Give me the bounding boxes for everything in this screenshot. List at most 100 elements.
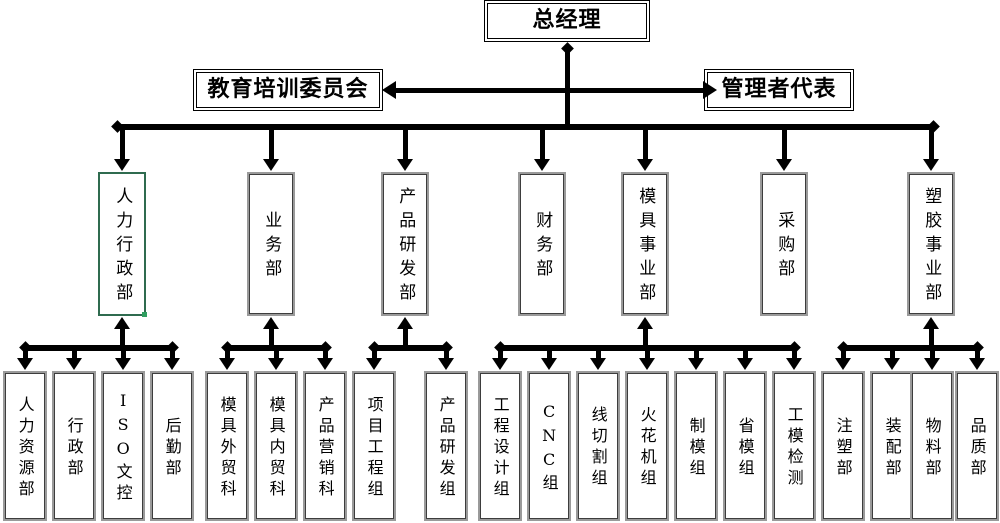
sub-riser-line — [119, 328, 125, 345]
sub-riser-line — [402, 328, 408, 345]
node-sub-mold-inspect[interactable]: 工模检测 — [772, 371, 816, 521]
sub-arrow-down-icon — [115, 358, 131, 370]
node-sub-iso-doc[interactable]: ISO文控 — [101, 371, 145, 521]
node-department-product-rd[interactable]: 产品研发部 — [381, 172, 429, 316]
node-label: 模具外贸科 — [217, 395, 237, 501]
node-label: 制模组 — [686, 416, 706, 480]
node-label: 塑胶事业部 — [921, 187, 942, 307]
node-sub-assembly[interactable]: 装配部 — [870, 371, 914, 521]
sub-drop-line — [273, 348, 279, 358]
node-sub-quality[interactable]: 品质部 — [955, 371, 999, 521]
sub-arrow-up-icon — [923, 317, 939, 329]
sub-bus — [843, 345, 977, 351]
selection-handle[interactable] — [142, 312, 147, 317]
node-label: 装配部 — [882, 416, 902, 480]
node-label: 产品研发部 — [395, 187, 416, 307]
sub-drop-line — [169, 348, 175, 358]
sub-arrow-down-icon — [737, 358, 753, 370]
sub-arrow-down-icon — [492, 358, 508, 370]
node-sub-wire-cut[interactable]: 线切割组 — [576, 371, 620, 521]
sub-arrow-down-icon — [639, 358, 655, 370]
node-label: 行政部 — [64, 416, 84, 480]
node-label: 模具内贸科 — [266, 395, 286, 501]
node-label: 后勤部 — [162, 416, 182, 480]
node-sub-product-dev[interactable]: 产品研发组 — [424, 371, 468, 521]
node-sub-material[interactable]: 物料部 — [910, 371, 954, 521]
sub-arrow-down-icon — [17, 358, 33, 370]
node-label: 总经理 — [532, 8, 602, 34]
node-label: 人力资源部 — [15, 395, 35, 501]
sub-riser-line — [642, 328, 648, 345]
sub-drop-line — [224, 348, 230, 358]
node-department-finance[interactable]: 财务部 — [518, 172, 566, 316]
node-department-business[interactable]: 业务部 — [247, 172, 295, 316]
node-label: 工模检测 — [784, 406, 804, 490]
sub-drop-line — [22, 348, 28, 358]
sub-arrow-down-icon — [786, 358, 802, 370]
department-arrow-down-icon — [263, 159, 279, 171]
node-label: 省模组 — [735, 416, 755, 480]
sub-arrow-down-icon — [317, 358, 333, 370]
sub-arrow-down-icon — [366, 358, 382, 370]
node-sub-edm[interactable]: 火花机组 — [625, 371, 669, 521]
node-label: 线切割组 — [588, 406, 608, 490]
node-general-manager[interactable]: 总经理 — [487, 3, 647, 39]
sub-arrow-down-icon — [884, 358, 900, 370]
node-department-hr-admin[interactable]: 人力行政部 — [98, 172, 147, 317]
sub-bus — [25, 345, 172, 351]
node-sub-logistics[interactable]: 后勤部 — [150, 371, 194, 521]
node-sub-eng-design[interactable]: 工程设计组 — [478, 371, 522, 521]
sub-arrow-down-icon — [219, 358, 235, 370]
department-drop-line — [402, 128, 408, 162]
node-sub-hr-resources[interactable]: 人力资源部 — [3, 371, 47, 521]
sub-riser-line — [928, 328, 934, 345]
sub-arrow-down-icon — [835, 358, 851, 370]
node-department-purchasing[interactable]: 采购部 — [760, 172, 808, 316]
sub-drop-line — [742, 348, 748, 358]
node-department-mold-division[interactable]: 模具事业部 — [621, 172, 669, 316]
node-label: 管理者代表 — [721, 77, 837, 103]
sub-drop-line — [644, 348, 650, 358]
node-label: ISO文控 — [113, 391, 133, 505]
sub-drop-line — [322, 348, 328, 358]
node-label: 工程设计组 — [490, 395, 510, 501]
node-sub-injection[interactable]: 注塑部 — [821, 371, 865, 521]
department-arrow-down-icon — [534, 159, 550, 171]
node-label: 火花机组 — [637, 406, 657, 490]
node-sub-mold-polish[interactable]: 省模组 — [723, 371, 767, 521]
node-management-representative[interactable]: 管理者代表 — [707, 72, 851, 108]
node-label: 业务部 — [261, 211, 282, 283]
sub-arrow-down-icon — [164, 358, 180, 370]
department-arrow-down-icon — [776, 159, 792, 171]
sub-drop-line — [443, 348, 449, 358]
staff-connector-line — [392, 88, 706, 93]
department-arrow-down-icon — [923, 159, 939, 171]
node-label: 产品研发组 — [436, 395, 456, 501]
node-label: 项目工程组 — [364, 395, 384, 501]
sub-drop-line — [546, 348, 552, 358]
node-sub-mold-making[interactable]: 制模组 — [674, 371, 718, 521]
node-sub-product-sales[interactable]: 产品营销科 — [303, 371, 347, 521]
department-arrow-down-icon — [637, 159, 653, 171]
node-department-plastics-division[interactable]: 塑胶事业部 — [907, 172, 955, 316]
node-sub-cnc[interactable]: CNC组 — [527, 371, 571, 521]
department-arrow-down-icon — [397, 159, 413, 171]
sub-drop-line — [595, 348, 601, 358]
sub-arrow-down-icon — [541, 358, 557, 370]
node-sub-project-eng[interactable]: 项目工程组 — [352, 371, 396, 521]
department-drop-line — [268, 128, 274, 162]
node-sub-administration[interactable]: 行政部 — [52, 371, 96, 521]
sub-riser-line — [268, 328, 274, 345]
node-label: CNC组 — [539, 401, 559, 495]
staff-arrow-right-icon — [703, 81, 717, 99]
node-label: 教育培训委员会 — [207, 77, 369, 103]
node-sub-mold-domestic[interactable]: 模具内贸科 — [254, 371, 298, 521]
node-education-training-committee[interactable]: 教育培训委员会 — [196, 72, 380, 108]
sub-arrow-down-icon — [969, 358, 985, 370]
node-label: 注塑部 — [833, 416, 853, 480]
sub-arrow-up-icon — [263, 317, 279, 329]
sub-drop-line — [497, 348, 503, 358]
node-label: 财务部 — [532, 211, 553, 283]
node-sub-mold-export[interactable]: 模具外贸科 — [205, 371, 249, 521]
